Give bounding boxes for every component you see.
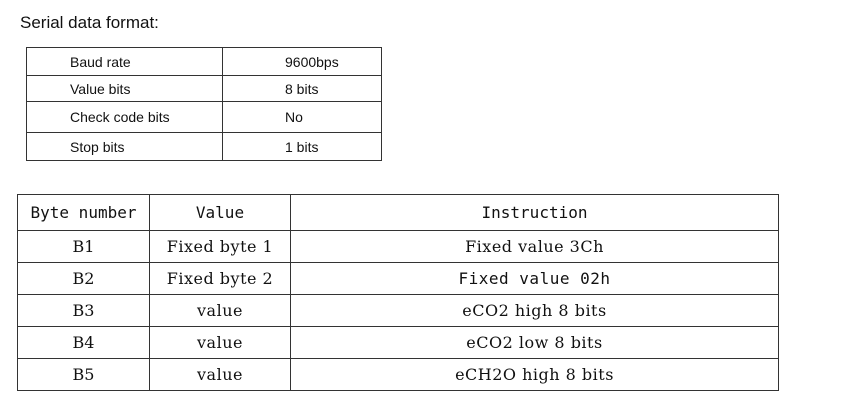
table-row: B1 Fixed byte 1 Fixed value 3Ch [17, 230, 779, 263]
page-heading: Serial data format: [20, 13, 159, 32]
instruction-cell: Fixed value 3Ch [290, 230, 779, 263]
instruction-cell: eCH2O high 8 bits [290, 358, 779, 391]
byte-cell: B5 [17, 358, 150, 391]
byte-table: Byte number Value Instruction B1 Fixed b… [17, 194, 779, 391]
serial-format-table: Baud rate 9600bps Value bits 8 bits Chec… [26, 47, 382, 161]
table-row: B3 value eCO2 high 8 bits [17, 294, 779, 327]
serial-row-check-code-bits: Check code bits No [26, 101, 382, 133]
serial-value: No [222, 101, 382, 133]
serial-value: 8 bits [222, 75, 382, 102]
serial-key: Baud rate [26, 47, 223, 76]
byte-table-header-row: Byte number Value Instruction [17, 194, 779, 231]
table-row: B4 value eCO2 low 8 bits [17, 326, 779, 359]
serial-row-value-bits: Value bits 8 bits [26, 75, 382, 102]
header-instruction: Instruction [290, 194, 779, 231]
serial-row-stop-bits: Stop bits 1 bits [26, 132, 382, 161]
value-cell: Fixed byte 1 [149, 230, 291, 263]
value-cell: Fixed byte 2 [149, 262, 291, 295]
serial-key: Check code bits [26, 101, 223, 133]
serial-value: 1 bits [222, 132, 382, 161]
serial-key: Stop bits [26, 132, 223, 161]
value-cell: value [149, 358, 291, 391]
header-byte-number: Byte number [17, 194, 150, 231]
value-cell: value [149, 294, 291, 327]
instruction-cell: eCO2 low 8 bits [290, 326, 779, 359]
table-row: B5 value eCH2O high 8 bits [17, 358, 779, 391]
header-value: Value [149, 194, 291, 231]
byte-cell: B1 [17, 230, 150, 263]
instruction-cell: Fixed value 02h [290, 262, 779, 295]
instruction-cell: eCO2 high 8 bits [290, 294, 779, 327]
table-row: B2 Fixed byte 2 Fixed value 02h [17, 262, 779, 295]
serial-row-baud-rate: Baud rate 9600bps [26, 47, 382, 76]
serial-key: Value bits [26, 75, 223, 102]
byte-cell: B2 [17, 262, 150, 295]
byte-cell: B4 [17, 326, 150, 359]
serial-value: 9600bps [222, 47, 382, 76]
byte-cell: B3 [17, 294, 150, 327]
value-cell: value [149, 326, 291, 359]
